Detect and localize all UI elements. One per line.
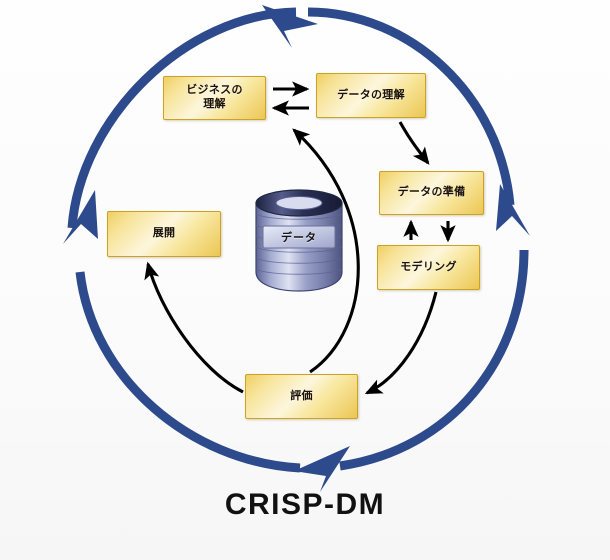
stage-deployment[interactable]: 展開 (107, 211, 221, 257)
cycle-arrowhead-left (63, 190, 98, 244)
stage-data-preparation[interactable]: データの準備 (379, 171, 484, 215)
stage-label-evaluation: 評価 (290, 389, 313, 402)
cycle-arrowhead-right (496, 184, 530, 236)
cycle-arrowhead-bottom (294, 446, 350, 492)
diagram-title: CRISP-DM (224, 488, 386, 521)
connector-modeling-to-evaluation (364, 291, 438, 395)
connector-evaluation-to-deployment (144, 261, 244, 394)
stage-label-modeling: モデリング (400, 260, 457, 273)
stage-modeling[interactable]: モデリング (377, 245, 480, 290)
data-cylinder (255, 189, 343, 292)
stage-label-data-understanding: データの理解 (337, 88, 405, 101)
stage-evaluation[interactable]: 評価 (245, 374, 358, 419)
outer-cycle-arrow (67, 7, 529, 473)
stage-label-data-preparation: データの準備 (397, 186, 466, 199)
connector-evaluation-to-business (292, 128, 360, 374)
stage-data-understanding[interactable]: データの理解 (316, 73, 426, 118)
stage-label-deployment: 展開 (152, 227, 176, 240)
cycle-arrowhead-top (262, 5, 318, 48)
connector-data-understanding-to-preparation (398, 121, 430, 165)
stage-label-business-understanding: ビジネスの 理解 (186, 84, 243, 110)
stage-business-understanding[interactable]: ビジネスの 理解 (163, 76, 266, 120)
